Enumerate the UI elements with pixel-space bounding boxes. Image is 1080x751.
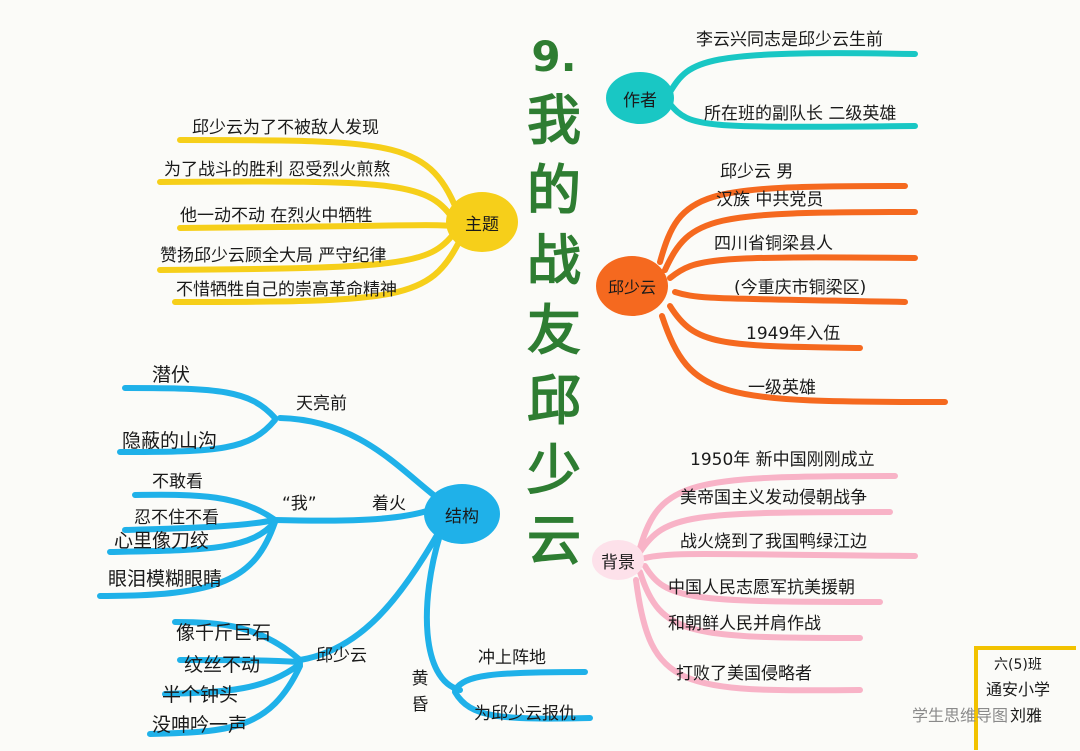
signature-box	[974, 646, 1076, 750]
title-char: 友	[527, 299, 581, 362]
background-item: 中国人民志愿军抗美援朝	[668, 578, 855, 598]
structure-me-item: 心里像刀绞	[114, 530, 210, 552]
signature-line: 刘雅	[1010, 706, 1043, 725]
structure-me-item: 眼泪模糊眼睛	[108, 568, 223, 590]
structure-dusk-item: 冲上阵地	[478, 648, 546, 668]
title-char: 的	[527, 159, 581, 222]
structure-fire-label: 着火	[372, 494, 406, 514]
title-number: 9.	[531, 32, 577, 81]
qiu-item: 四川省铜梁县人	[714, 234, 833, 254]
theme-branches	[157, 137, 463, 305]
title-char: 少	[527, 439, 581, 502]
qiu-branches	[657, 183, 948, 405]
title: 9. 我 的 战 友 邱 少 云	[518, 36, 590, 584]
author-branches	[667, 50, 918, 130]
title-char: 云	[527, 509, 581, 572]
qiu-node: 邱少云	[607, 278, 656, 297]
structure-me-item: 忍不住不看	[134, 508, 219, 528]
structure-qiu-item: 半个钟头	[162, 684, 239, 706]
qiu-item: 邱少云 男	[720, 162, 794, 182]
qiu-item: 汉族 中共党员	[716, 190, 824, 210]
background-item: 打败了美国侵略者	[676, 664, 812, 684]
structure-me-item: 不敢看	[152, 472, 203, 492]
structure-branches	[97, 385, 593, 737]
structure-node: 结构	[445, 506, 479, 527]
structure-node-shape	[424, 484, 500, 544]
qiu-item: 1949年入伍	[746, 324, 841, 344]
signature-line: 六(5)班	[994, 657, 1042, 673]
author-item: 所在班的副队长 二级英雄	[704, 104, 897, 124]
structure-me-label: “我”	[282, 494, 317, 514]
theme-item: 邱少云为了不被敌人发现	[192, 118, 379, 138]
signature-line: 通安小学	[986, 680, 1051, 699]
watermark: 学生思维导图	[912, 706, 1009, 725]
structure-dawn-item: 潜伏	[152, 364, 191, 386]
theme-item: 赞扬邱少云顾全大局 严守纪律	[160, 246, 387, 266]
theme-item: 不惜牺牲自己的崇高革命精神	[176, 280, 397, 300]
background-item: 战火烧到了我国鸭绿江边	[680, 532, 867, 552]
structure-dusk-label: 黄昏	[411, 669, 429, 715]
structure-qiu-item: 纹丝不动	[184, 654, 261, 676]
author-node-shape	[606, 72, 674, 124]
qiu-item: (今重庆市铜梁区)	[734, 278, 867, 298]
structure-qiu-item: 像千斤巨石	[176, 622, 272, 644]
structure-dawn-label: 天亮前	[296, 394, 347, 414]
qiu-item: 一级英雄	[748, 378, 816, 398]
title-char: 战	[527, 229, 581, 292]
structure-qiu-label: 邱少云	[316, 646, 367, 666]
title-char: 我	[527, 89, 581, 152]
structure-qiu-item: 没呻吟一声	[152, 714, 248, 736]
author-node: 作者	[623, 90, 657, 111]
theme-node: 主题	[465, 214, 499, 235]
theme-item: 他一动不动 在烈火中牺牲	[180, 206, 373, 226]
background-item: 和朝鲜人民并肩作战	[668, 614, 821, 634]
theme-item: 为了战斗的胜利 忍受烈火煎熬	[164, 160, 391, 180]
background-item: 美帝国主义发动侵朝战争	[680, 488, 867, 508]
theme-node-shape	[446, 192, 518, 252]
background-item: 1950年 新中国刚刚成立	[690, 450, 875, 470]
background-node-shape	[592, 540, 644, 580]
qiu-node-shape	[596, 256, 668, 316]
structure-dawn-item: 隐蔽的山沟	[122, 430, 218, 452]
structure-dusk-item: 为邱少云报仇	[474, 704, 576, 724]
background-branches	[633, 473, 918, 694]
background-node: 背景	[601, 552, 635, 573]
title-char: 邱	[527, 369, 581, 432]
author-item: 李云兴同志是邱少云生前	[696, 30, 883, 50]
